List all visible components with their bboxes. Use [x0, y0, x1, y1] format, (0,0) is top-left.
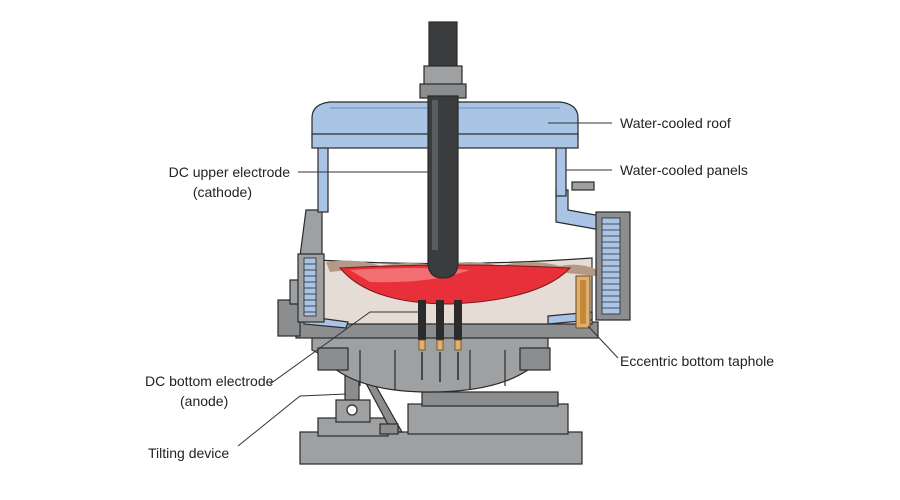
- label-bottom-electrode-line2: (anode): [180, 393, 228, 409]
- right-wall: [555, 181, 631, 321]
- label-upper-electrode-line2: (cathode): [193, 184, 252, 200]
- bottom-shell: [311, 335, 551, 393]
- left-wall: [297, 209, 325, 323]
- tilting-device: [335, 367, 404, 435]
- label-upper-electrode-line1: DC upper electrode: [169, 164, 291, 180]
- bottom-electrodes: [418, 300, 462, 351]
- label-panels: Water-cooled panels: [620, 162, 748, 178]
- leader-taphole: [587, 325, 619, 359]
- upper-electrode: [419, 21, 467, 279]
- leader-bottom-electrode: [269, 311, 420, 385]
- labels: Water-cooled roof Water-cooled panels DC…: [145, 115, 774, 461]
- leader-tilting: [237, 393, 347, 447]
- label-roof: Water-cooled roof: [620, 115, 731, 131]
- label-tilting: Tilting device: [148, 445, 229, 461]
- label-taphole: Eccentric bottom taphole: [620, 353, 774, 369]
- taphole: [575, 275, 591, 329]
- leader-lines: [237, 122, 619, 447]
- label-bottom-electrode-line1: DC bottom electrode: [145, 373, 274, 389]
